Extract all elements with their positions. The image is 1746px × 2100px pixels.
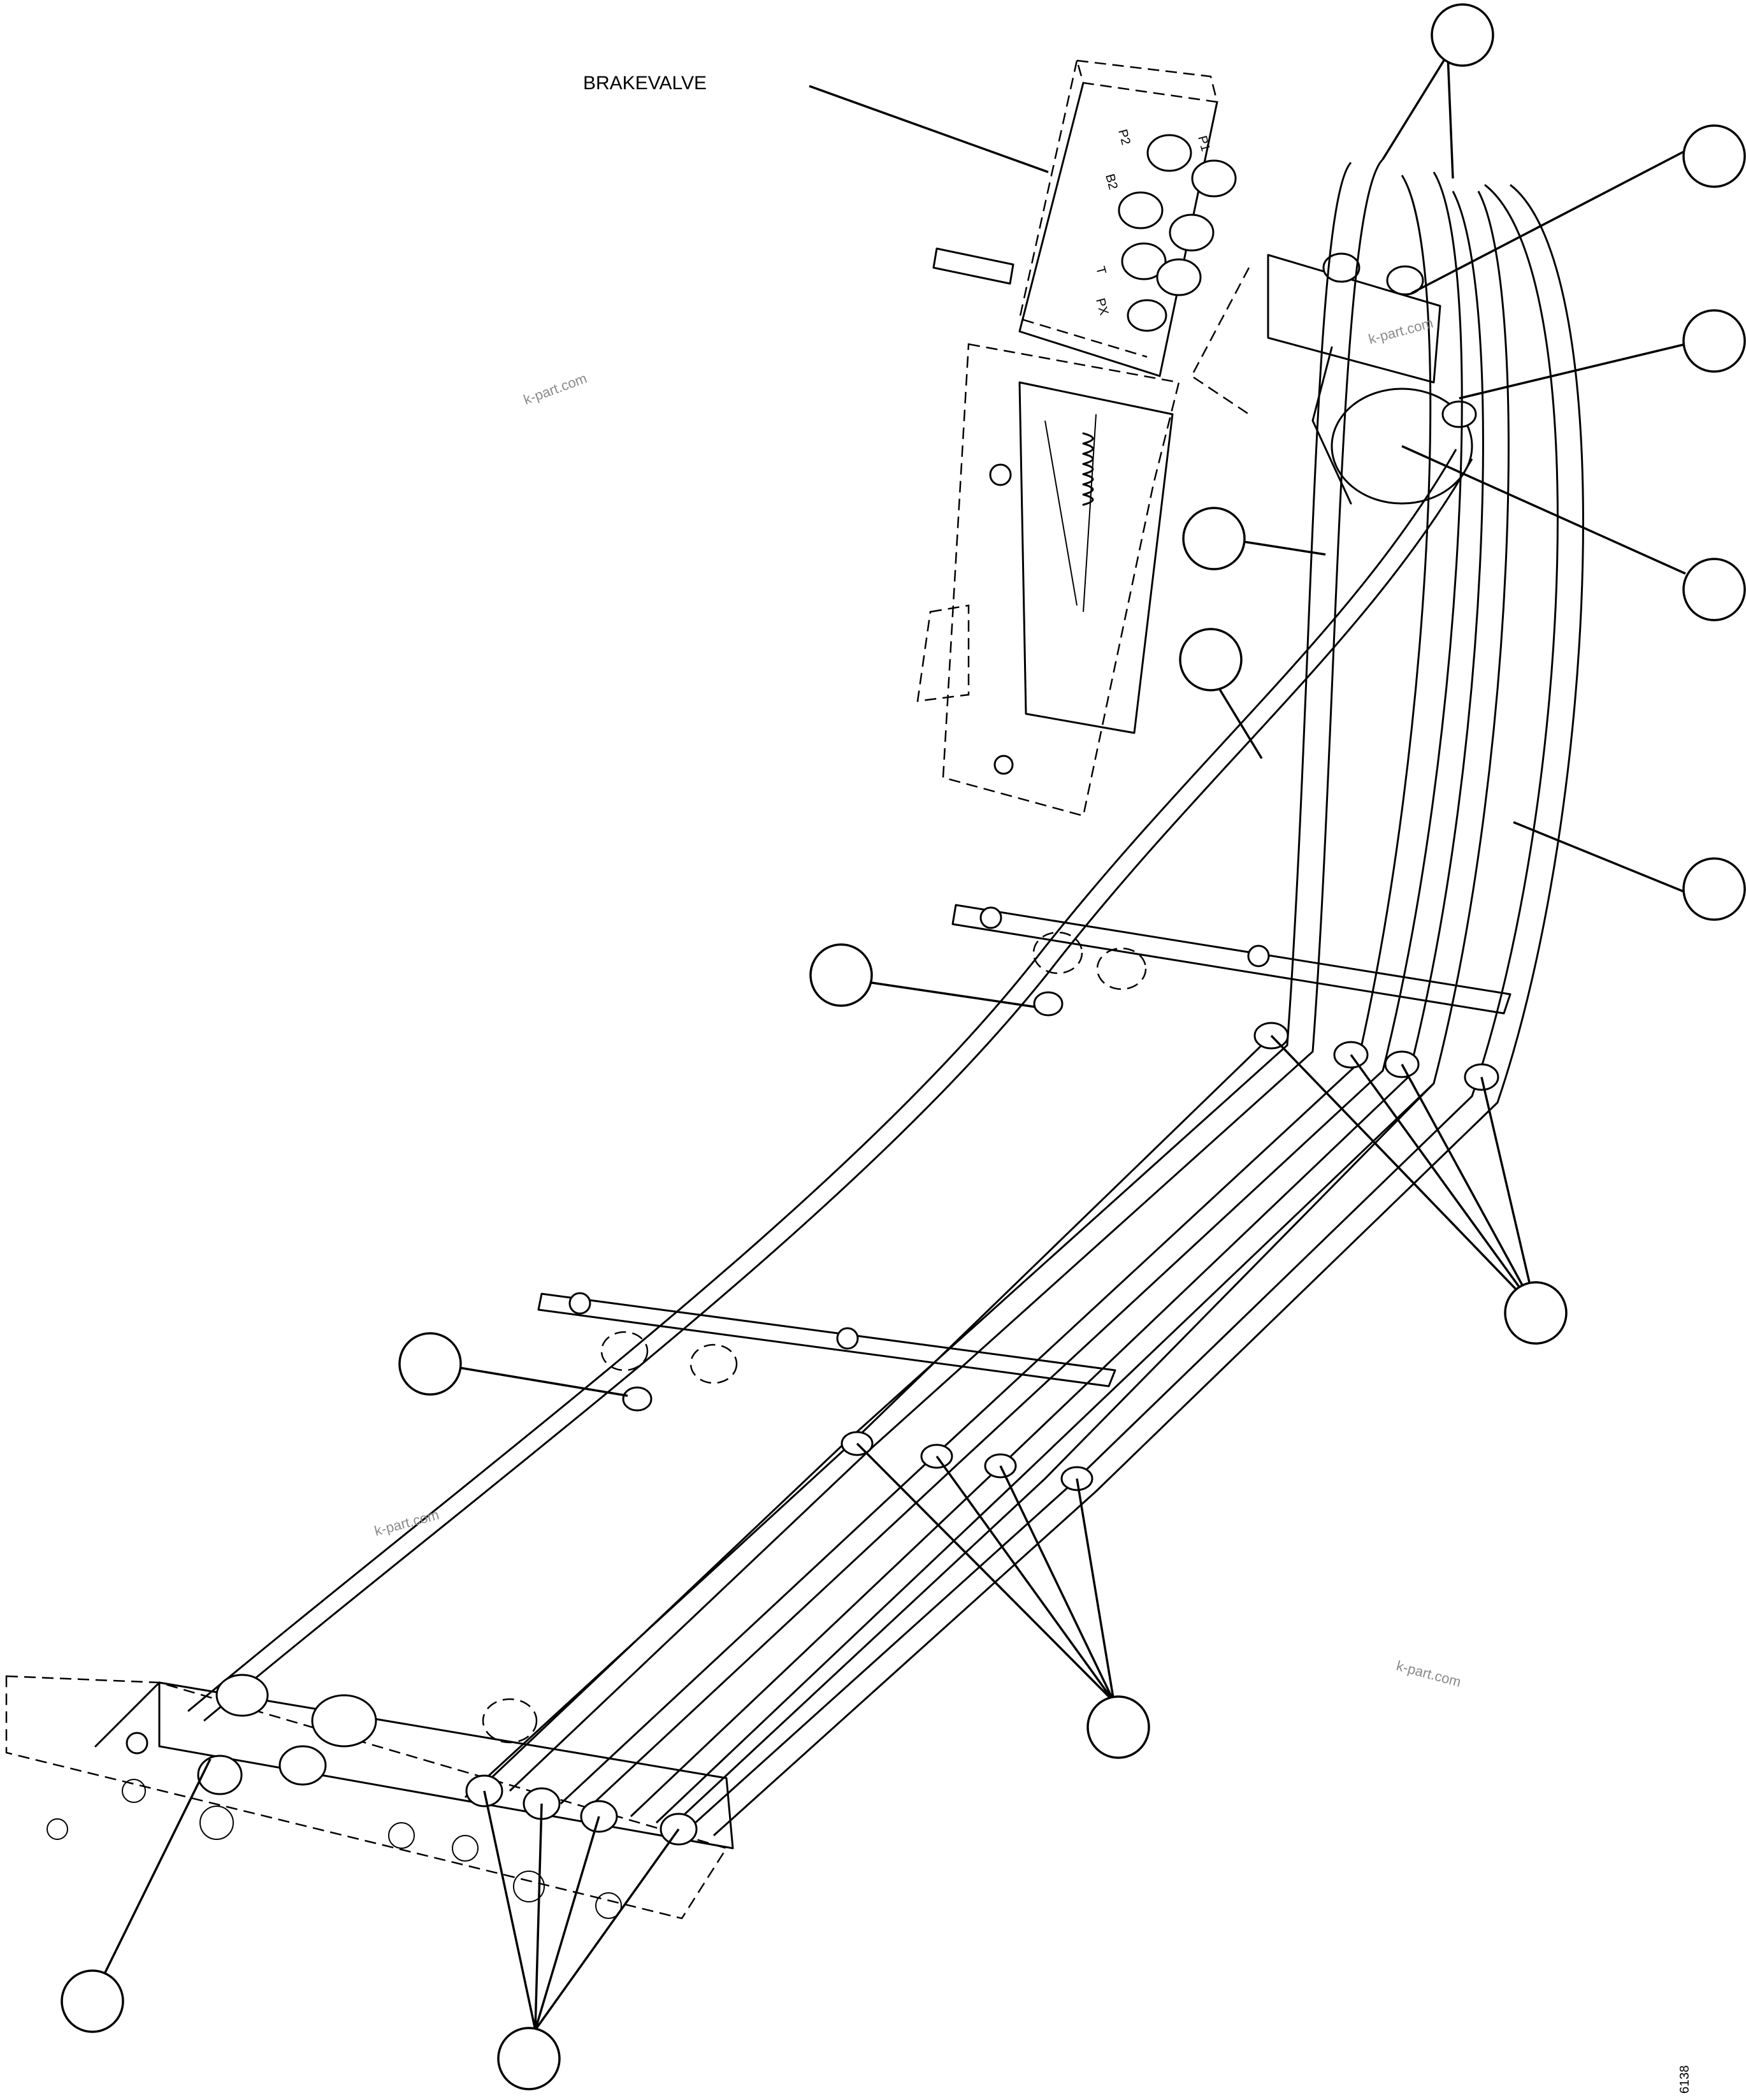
watermark-2: k-part.com bbox=[1367, 315, 1435, 347]
callout-lower-9 bbox=[1504, 1281, 1568, 1345]
port-marking-p2: P2 bbox=[1115, 128, 1133, 147]
callout-right-5 bbox=[1682, 857, 1746, 921]
lower-hose-clamps bbox=[600, 1331, 1093, 1491]
callout-balloons bbox=[61, 3, 1746, 2090]
port-marking-t: T bbox=[1093, 265, 1108, 276]
port-marking-p1: P1 bbox=[1195, 134, 1213, 153]
watermark-1: k-part.com bbox=[521, 370, 589, 408]
port-marking-px: PX bbox=[1093, 297, 1111, 317]
watermark-4: k-part.com bbox=[1395, 1658, 1463, 1690]
brake-valve-label: BRAKEVALVE bbox=[583, 73, 707, 94]
brake-valve-assembly: P2 P1 B2 T PX bbox=[916, 59, 1237, 817]
callout-lower-9b bbox=[398, 1332, 462, 1396]
drawing-number: 6138 bbox=[1678, 2066, 1692, 2094]
port-marking-b2: B2 bbox=[1102, 173, 1120, 191]
callout-bottom-12 bbox=[497, 2027, 561, 2090]
callout-top-1 bbox=[1431, 3, 1494, 67]
valve-block-accumulator bbox=[1190, 252, 1477, 505]
hose-support-brackets bbox=[537, 904, 1512, 1387]
callout-mid-7 bbox=[1179, 628, 1243, 692]
callout-bottom-10 bbox=[1086, 1695, 1150, 1759]
callout-top-2 bbox=[1682, 124, 1746, 188]
valve-fittings bbox=[1118, 134, 1237, 332]
leader-lines bbox=[104, 54, 1688, 2031]
callout-bottom-11 bbox=[61, 1969, 124, 2033]
callout-mid-6 bbox=[1182, 507, 1246, 570]
callout-top-3 bbox=[1682, 309, 1746, 373]
callout-mid-8 bbox=[809, 943, 873, 1007]
callout-right-4 bbox=[1682, 558, 1746, 621]
bottom-manifold-panel bbox=[5, 1674, 734, 1920]
